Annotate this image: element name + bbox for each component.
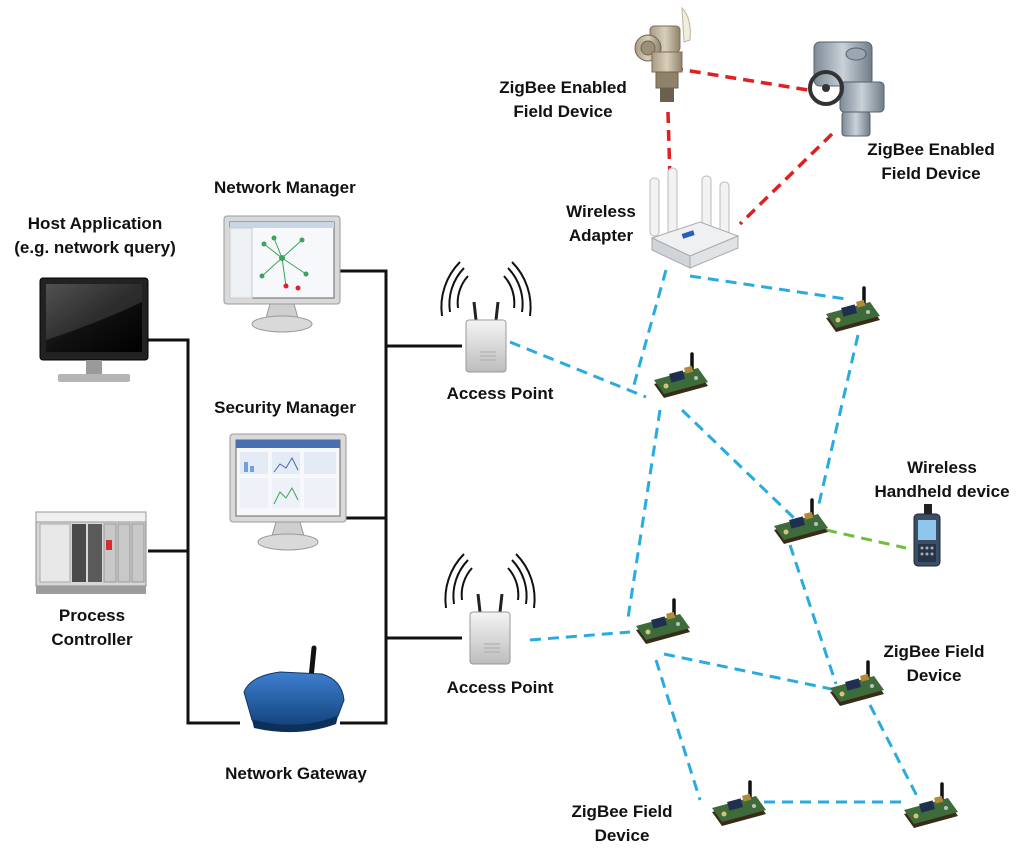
zigbee-board-icon [902, 782, 960, 830]
handheld-icon [913, 504, 941, 567]
mesh-link [788, 544, 838, 685]
monitor-icon [39, 277, 149, 382]
wired-link-host-gateway [148, 338, 240, 725]
actuator-icon [808, 41, 885, 137]
network-manager-label: Network Manager [214, 178, 356, 197]
router-icon [243, 645, 345, 733]
zigbee-field-device-label: ZigBee Field Device [571, 802, 673, 845]
zigbee-board-icon [772, 498, 830, 546]
zigbee-field-device-label: ZigBee Field Device [883, 642, 985, 685]
plc-icon [35, 511, 147, 594]
zigbee-enabled-device-label: ZigBee Enabled Field Device [499, 78, 627, 121]
wired-links [148, 269, 462, 725]
zigbee-board-icon [652, 352, 710, 400]
zigbee-enabled-links [666, 66, 834, 226]
zigbee-board-icon [710, 780, 768, 828]
mesh-link [680, 408, 798, 522]
security-manager-label: Security Manager [214, 398, 356, 417]
monitor-icon [223, 215, 341, 333]
transmitter-icon [634, 6, 691, 102]
access-point-label: Access Point [446, 678, 554, 697]
process-controller-label: Process Controller [51, 606, 133, 649]
wireless-adapter-icon [649, 167, 740, 269]
mesh-link [868, 704, 920, 799]
access-point-icon [443, 552, 537, 666]
network-gateway-label: Network Gateway [225, 764, 367, 783]
mesh-link [663, 652, 837, 692]
mesh-link [529, 630, 631, 642]
access-point-icon [439, 260, 533, 374]
zigbee-board-icon [634, 598, 692, 646]
wireless-adapter-label: Wireless Adapter [566, 202, 636, 245]
access-point-label: Access Point [446, 384, 554, 403]
mesh-link [630, 269, 668, 393]
mesh-links [509, 269, 920, 804]
zigbee-enabled-link [671, 66, 809, 92]
wireless-handheld-label: Wireless Handheld device [874, 458, 1010, 501]
mesh-link [654, 659, 702, 801]
handheld-link [825, 528, 907, 550]
zigbee-enabled-device-label: ZigBee Enabled Field Device [867, 140, 995, 183]
mesh-link [509, 340, 647, 399]
mesh-link [626, 409, 662, 619]
monitor-icon [229, 433, 347, 551]
host-application-label: Host Application (e.g. network query) [14, 214, 176, 257]
zigbee-board-icon [824, 286, 882, 334]
zigbee-enabled-link [738, 132, 834, 226]
mesh-link [689, 274, 847, 301]
wired-link-managers-gateway [340, 269, 388, 725]
mesh-link [816, 334, 860, 509]
